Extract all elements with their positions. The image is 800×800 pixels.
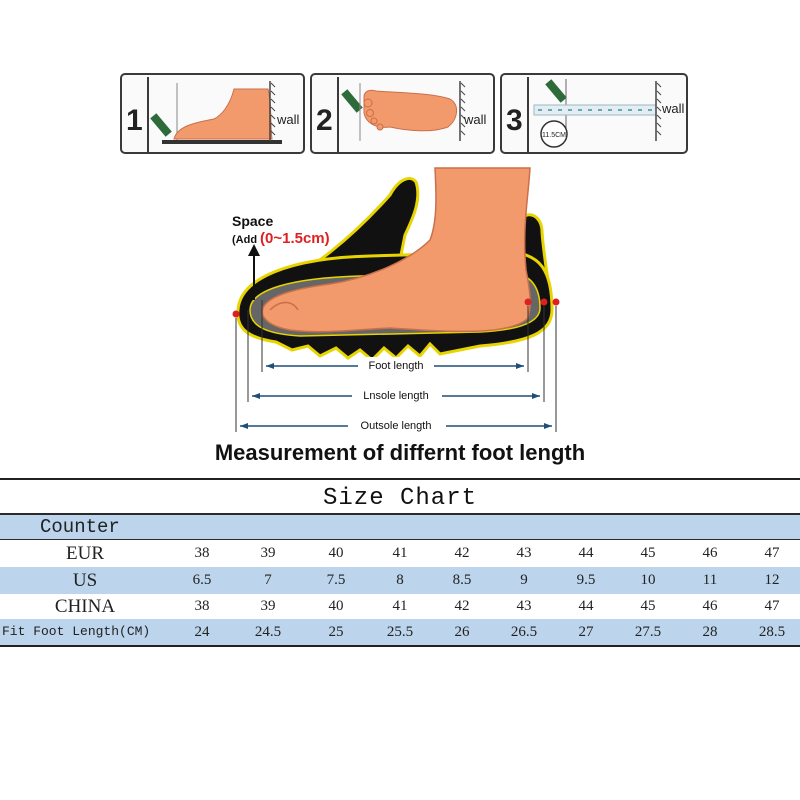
table-cell: 44 [578,545,594,561]
divider [0,513,800,515]
outsole-start-marker [232,310,240,318]
space-label: Space [232,213,273,229]
row-label: EUR [66,543,104,564]
table-cell: 25.5 [386,624,414,640]
table-cell: 6.5 [192,572,212,588]
row-label: Fit Foot Length(CM) [2,624,151,639]
table-cell: 28 [702,624,718,640]
table-cell: 25 [328,624,344,640]
counter-row: Counter [0,515,800,539]
counter-label: Counter [40,516,120,538]
table-row: US 6.5 7 7.5 8 8.5 9 9.5 10 11 12 [0,567,800,594]
table-cell: 26 [454,624,470,640]
outsole-length-label: Outsole length [361,420,432,432]
table-cell: 41 [392,545,408,561]
foot-end-marker [524,298,532,306]
table-cell: 44 [578,598,594,614]
table-cell: 39 [260,545,276,561]
table-cell: 46 [702,598,718,614]
measurement-heading: Measurement of differnt foot length [214,440,586,465]
table-cell: 8 [396,572,404,588]
step-number: 2 [316,104,333,137]
table-cell: 40 [328,598,344,614]
size-chart-title: Size Chart [322,485,478,512]
table-cell: 12 [764,572,780,588]
table-cell: 8.5 [452,572,472,588]
table-cell: 38 [194,598,210,614]
table-cell: 43 [516,598,532,614]
table-cell: 9.5 [576,572,596,588]
wall-label: wall [276,112,300,127]
step-2-illustration: 2 wall [316,77,487,154]
table-cell: 47 [764,545,780,561]
row-label: CHINA [54,596,116,617]
insole-end-marker [540,298,548,306]
table-cell: 27.5 [634,624,662,640]
table-cell: 27 [578,624,594,640]
table-cell: 39 [260,598,276,614]
step-2-panel: 2 wall [310,73,495,154]
wall-label: wall [661,101,685,116]
ruler-badge [540,120,568,148]
step-3-illustration: 3 wall 11.5CM [506,77,685,154]
table-cell: 47 [764,598,780,614]
table-cell: 42 [454,598,470,614]
table-cell: 7 [264,572,272,588]
table-cell: 40 [328,545,344,561]
table-cell: 24 [194,624,210,640]
table-cell: 9 [520,572,528,588]
step-1-illustration: 1 wall [126,77,300,154]
wall-label: wall [463,112,487,127]
table-row: CHINA 38 39 40 41 42 43 44 45 46 47 [0,594,800,619]
step-3-panel: 3 wall 11.5CM [500,73,688,154]
table-cell: 43 [516,545,532,561]
table-row: Fit Foot Length(CM) 24 24.5 25 25.5 26 26.5 27 2… [0,619,800,645]
divider [0,539,800,540]
step-number: 3 [506,104,523,137]
table-cell: 10 [640,572,656,588]
add-range-label: (0~1.5cm) [260,230,330,247]
step-number: 1 [126,104,143,137]
outsole-end-marker [552,298,560,306]
table-cell: 45 [640,598,656,614]
table-cell: 46 [702,545,718,561]
step-1-panel: 1 wall [120,73,305,154]
foot-length-label: Foot length [368,360,423,372]
table-cell: 41 [392,598,408,614]
table-cell: 42 [454,545,470,561]
ruler-label: 11.5CM [542,132,566,139]
table-cell: 28.5 [758,624,786,640]
table-cell: 38 [194,545,210,561]
table-cell: 11 [702,572,718,588]
size-chart-table: Size Chart Counter EUR 38 39 40 41 42 43 44 45 46… [0,478,800,647]
row-label: US [72,570,98,591]
table-cell: 7.5 [326,572,346,588]
table-cell: 26.5 [510,624,538,640]
table-row: EUR 38 39 40 41 42 43 44 45 46 47 [0,540,800,567]
table-cell: 45 [640,545,656,561]
add-prefix-label: (Add [232,234,257,246]
foot-measurement-diagram: Space (Add (0~1.5cm) Foot length Lnsole … [232,167,560,433]
insole-length-label: Lnsole length [363,390,428,402]
table-cell: 24.5 [254,624,282,640]
